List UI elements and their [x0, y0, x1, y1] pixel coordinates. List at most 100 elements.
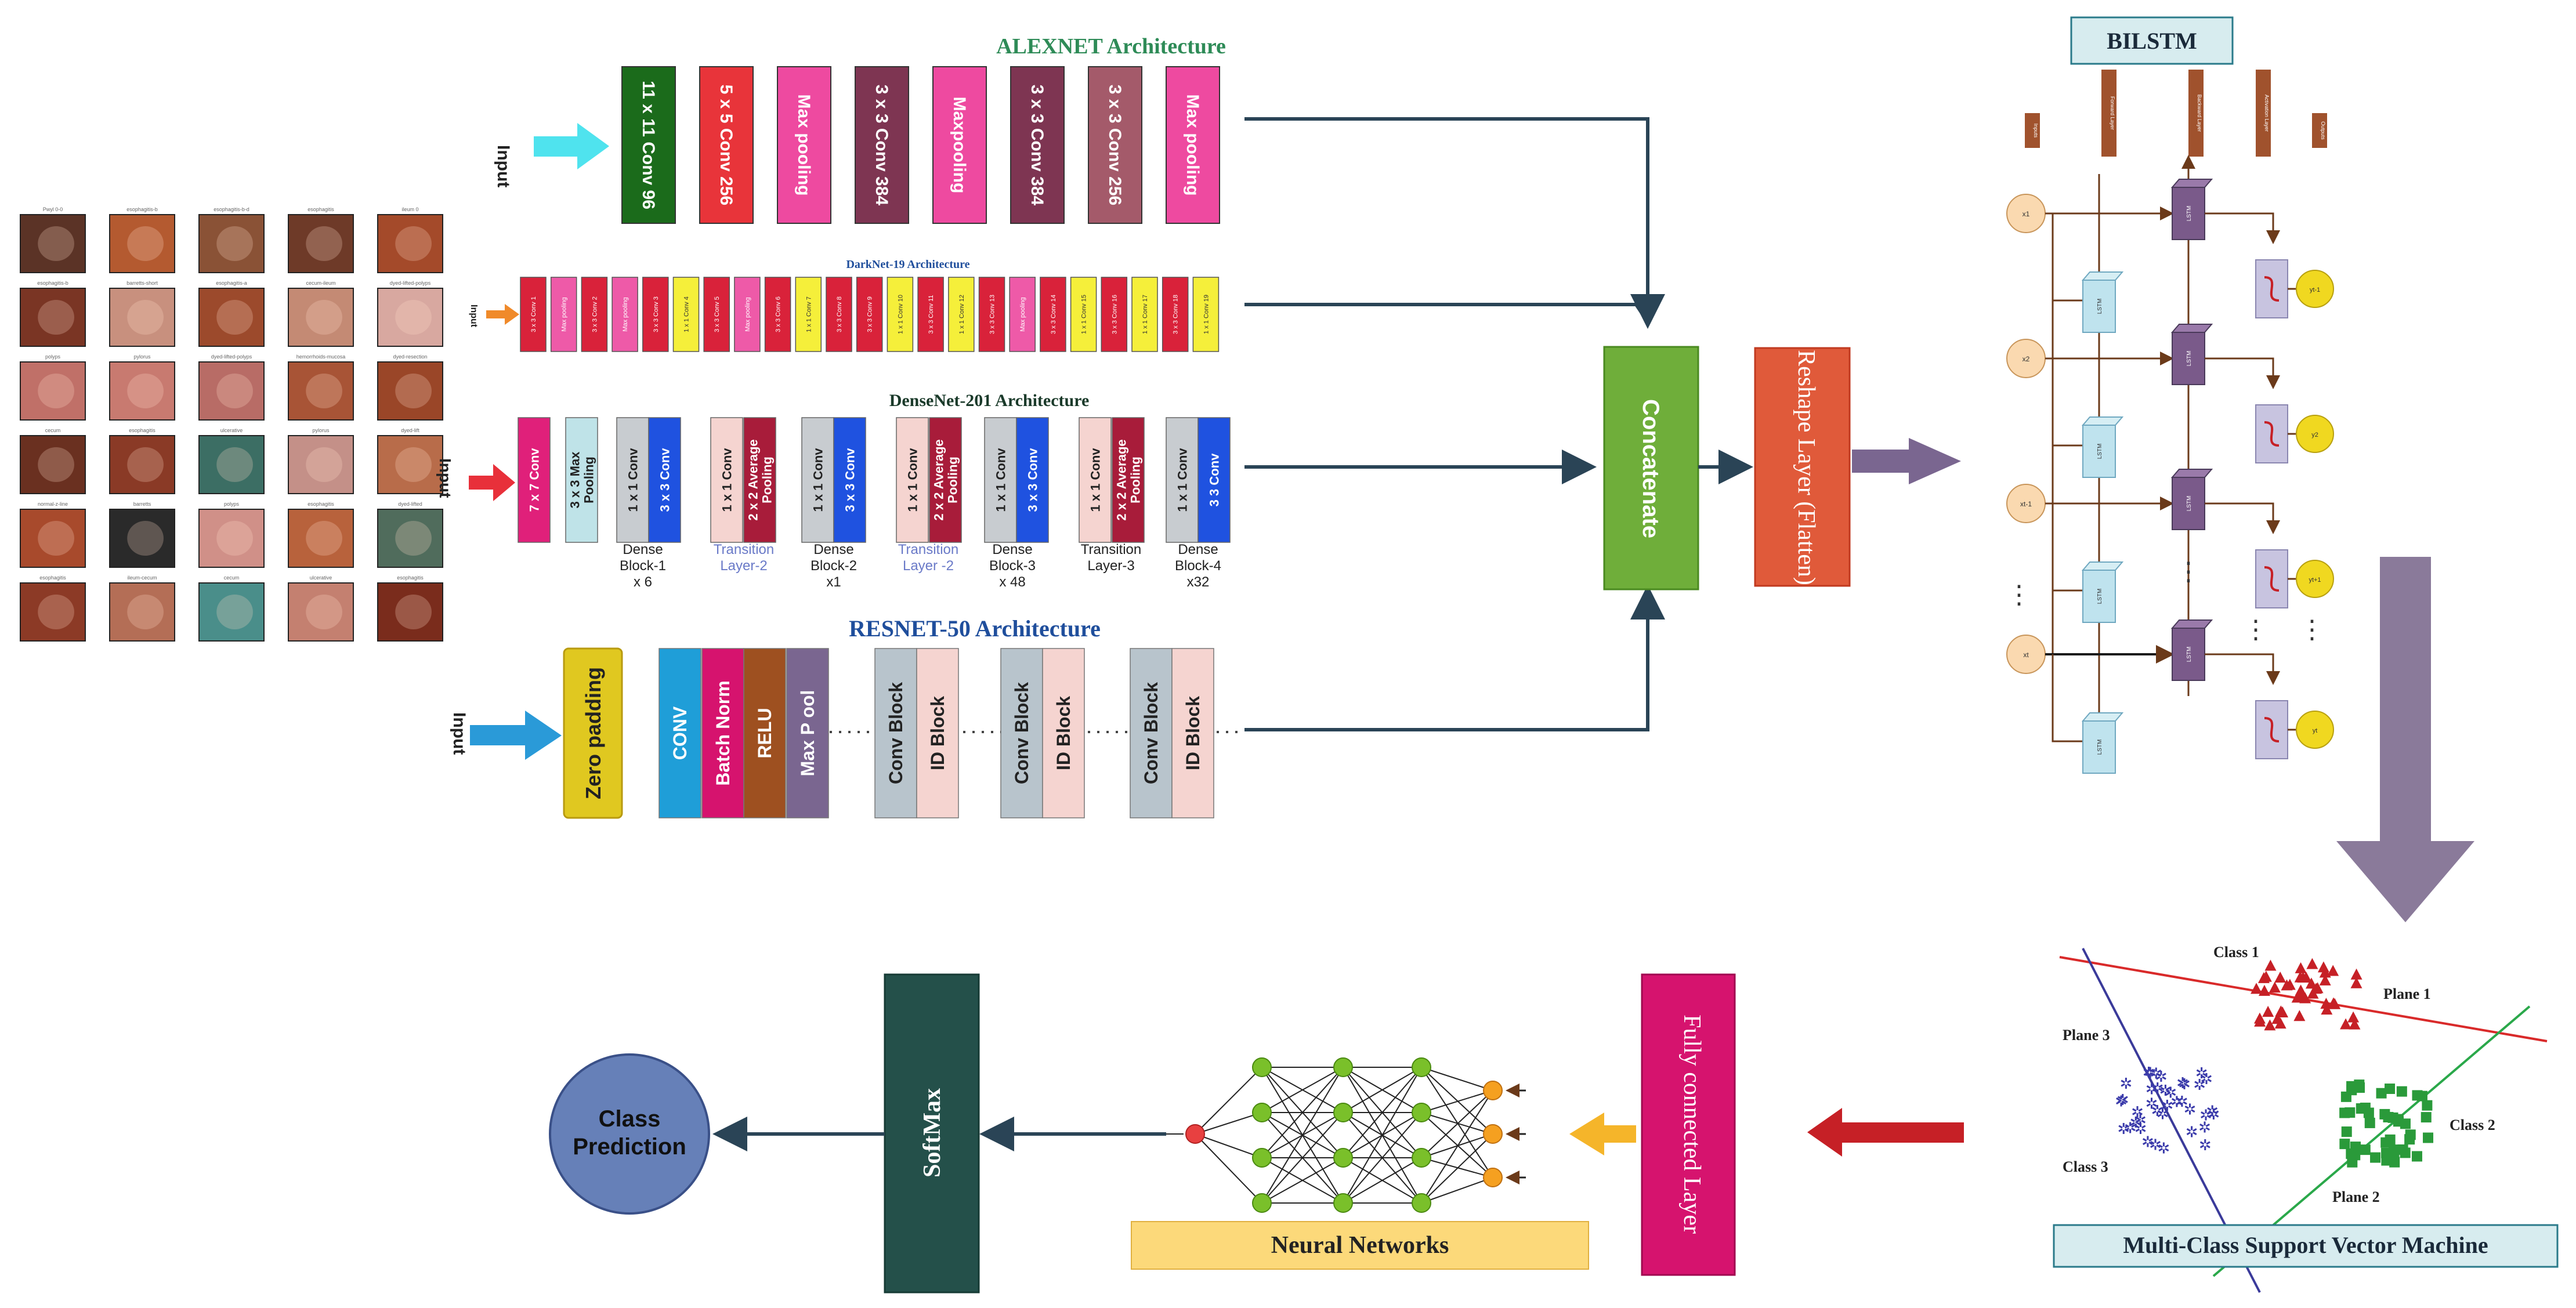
densenet-caption: Dense [1178, 542, 1218, 557]
nn-edge [1421, 1090, 1493, 1158]
thumbnail-caption: ileum 0 [401, 206, 418, 212]
svm-class1-point [2295, 984, 2307, 996]
nn-node [1483, 1168, 1503, 1187]
nn-node [1333, 1148, 1353, 1168]
densenet-layer-label: 3 x 3 Conv [658, 448, 672, 512]
bilstm-input-label: x2 [2023, 355, 2030, 363]
thumbnail-highlight [306, 300, 342, 335]
svm-class1-point [2340, 1018, 2352, 1030]
svm-class2-point [2400, 1118, 2411, 1129]
densenet-layer-label: 3 x 3 Max [568, 451, 583, 509]
bilstm-wire [2205, 502, 2280, 534]
bilstm-cell-label: LSTM [2186, 351, 2193, 367]
darknet-layer [672, 277, 700, 352]
darknet-layer-label: 3 x 3 Conv 8 [836, 296, 843, 332]
svm-class3-point: ✲ [2157, 1106, 2169, 1123]
densenet-caption: Transition [1081, 542, 1141, 557]
densenet-layer [648, 417, 681, 543]
densenet-layer [1079, 417, 1112, 543]
thumbnail-caption: esophagitis-b [126, 206, 158, 212]
svm-class2-point [2364, 1117, 2375, 1128]
thumbnail-image [377, 288, 443, 347]
thumbnail-highlight [38, 300, 74, 335]
resnet-layer [1130, 648, 1173, 818]
svm-class1-point [2299, 992, 2311, 1003]
thumbnail-caption: pylorus [133, 354, 151, 360]
darknet-layer [703, 277, 730, 352]
nn-edge [1421, 1157, 1493, 1178]
svm-class1-point [2295, 962, 2307, 973]
svm-class3-point: ✲ [2141, 1133, 2154, 1151]
svm-title-box [2053, 1224, 2559, 1268]
densenet-caption: Dense [992, 542, 1032, 557]
bilstm-forward-cell [2082, 425, 2116, 478]
bilstm-top-label-bar [2256, 70, 2271, 157]
svm-class3-point: ✲ [2149, 1136, 2162, 1154]
darknet-layer [1101, 277, 1128, 352]
thumbnail-image [288, 214, 354, 273]
densenet-caption: x32 [1187, 574, 1210, 590]
thumbnail-caption: cecum [45, 427, 61, 433]
alexnet-layer-label: 3 x 3 Conv 256 [1105, 85, 1124, 205]
svm-class3-point: ✲ [2134, 1120, 2147, 1137]
thumbnail-caption: pylorus [312, 427, 330, 433]
alexnet-layer [1166, 66, 1220, 224]
thumbnail-image [109, 435, 175, 494]
svm-class2-point [2341, 1126, 2352, 1137]
svm-class2-point [2346, 1085, 2357, 1096]
bilstm-to-svm-arrow [2336, 557, 2474, 922]
svm-class3-point: ✲ [2151, 1102, 2163, 1119]
densenet-caption: Transition [714, 542, 774, 557]
bilstm-output-label: yt-1 [2310, 287, 2320, 294]
thumbnail-image [198, 582, 265, 642]
densenet-layer [1016, 417, 1049, 543]
darknet-layer [856, 277, 883, 352]
svm-class3-point: ✲ [2120, 1075, 2133, 1092]
alexnet-layer [932, 66, 987, 224]
densenet-layer-label: Pooling [946, 456, 960, 503]
svm-class2-point [2423, 1132, 2434, 1143]
svm-class3-point: ✲ [2159, 1082, 2172, 1099]
svm-class1-point [2347, 1011, 2360, 1023]
svm-class3-label: Class 3 [2063, 1158, 2108, 1175]
darknet-layer-label: 3 x 3 Conv 3 [653, 296, 660, 332]
nn-label: Neural Networks [1271, 1232, 1449, 1259]
densenet-layer-label: Pooling [1128, 456, 1143, 503]
densenet-layer-label: 2 x 2 Average [932, 439, 946, 520]
alexnet-layer-label: 11 x 11 Conv 96 [639, 81, 658, 209]
alexnet-layer [699, 66, 754, 224]
darknet-layer [550, 277, 577, 352]
nn-node [1333, 1057, 1353, 1077]
arch-to-concat-arrows [1244, 117, 1665, 731]
bilstm-top-label: Outputs [2320, 121, 2326, 140]
densenet-layer [616, 417, 649, 543]
darknet-layer-label: 1 x 1 Conv 4 [683, 296, 690, 332]
svm-class3-point: ✲ [2134, 1111, 2147, 1129]
thumbnail-highlight [127, 374, 164, 408]
svm-plot: ✲✲✲✲✲✲✲✲✲✲✲✲✲✲✲✲✲✲✲✲✲✲✲✲✲✲✲✲✲✲✲✲✲✲✲✲✲✲Cl… [2059, 944, 2548, 1293]
thumbnail-image [109, 214, 175, 273]
darknet-layer [520, 277, 547, 352]
bilstm-output-node [2296, 560, 2334, 598]
svm-class1-point [2262, 1006, 2274, 1017]
bilstm-output-label: yt [2313, 727, 2318, 734]
densenet-layer-label: 1 x 1 Conv [626, 448, 641, 512]
svm-class3-point: ✲ [2117, 1120, 2130, 1137]
thumbnail-highlight [38, 226, 74, 261]
resnet-layer-label: ID Block [927, 696, 948, 770]
thumbnail-caption: ileum-cecum [127, 575, 157, 581]
thumbnail-caption: Pwyl 0-0 [43, 206, 63, 212]
softmax-block [884, 973, 980, 1293]
resnet-layer [1171, 648, 1214, 818]
thumbnail-caption: dyed-lift [401, 427, 419, 433]
svm-class3-point: ✲ [2124, 1119, 2137, 1136]
thumbnail-caption: esophagitis [397, 575, 424, 581]
svm-class3-point: ✲ [2161, 1097, 2173, 1114]
densenet-layer-label: 3 x 3 Conv [1026, 448, 1040, 512]
resnet-layer-label: Max P ool [797, 690, 818, 777]
resnet-layer-label: Batch Norm [712, 680, 733, 785]
darknet-layer [795, 277, 822, 352]
alexnet-layer [855, 66, 909, 224]
thumbnail-caption: polyps [45, 354, 61, 360]
